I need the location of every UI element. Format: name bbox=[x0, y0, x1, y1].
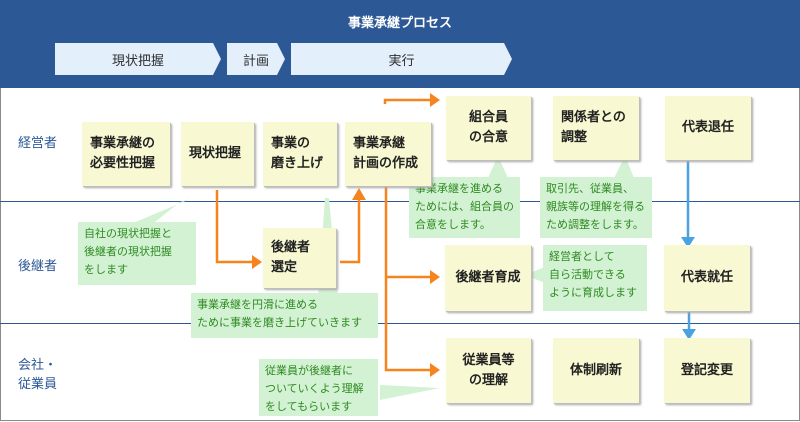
box-line: の合意 bbox=[468, 130, 508, 145]
box-line: 現状把握 bbox=[189, 146, 242, 161]
note-stakeholders: 取引先、従業員、 親族等の理解を得る ため調整をします。 bbox=[540, 177, 652, 238]
phase-current-state: 現状把握 bbox=[55, 43, 221, 75]
note-line: をしてもらいます bbox=[265, 400, 353, 413]
box-line: 後継者 bbox=[271, 240, 311, 255]
box-system-renewal: 体制刷新 bbox=[553, 338, 639, 403]
note-line: 親族等の理解を得る bbox=[546, 200, 645, 213]
box-successor-selection: 後継者選定 bbox=[263, 228, 336, 288]
box-line: 後継者育成 bbox=[455, 270, 521, 285]
phase-plan: 計画 bbox=[227, 43, 285, 75]
box-member-agreement: 組合員の合意 bbox=[446, 96, 531, 160]
lane-divider bbox=[0, 323, 800, 324]
box-line: 磨き上げ bbox=[271, 156, 324, 171]
box-representative-retire: 代表退任 bbox=[665, 96, 751, 160]
box-line: 事業承継の bbox=[90, 136, 156, 151]
note-employees: 従業員が後継者に ついていくよう理解 をしてもらいます bbox=[259, 359, 378, 416]
box-line: 組合員 bbox=[468, 110, 508, 125]
phase-execute: 実行 bbox=[291, 43, 512, 75]
box-line: の理解 bbox=[468, 372, 508, 388]
note-line: ためには、組合員の bbox=[415, 200, 514, 213]
note-line: 自ら活動できる bbox=[549, 268, 626, 281]
note-line: 合意をします。 bbox=[415, 218, 491, 231]
diagram-title: 事業承継プロセス bbox=[347, 16, 452, 31]
note-line: ため調整をします。 bbox=[546, 218, 644, 231]
phase-label: 現状把握 bbox=[111, 53, 164, 69]
box-business-polish: 事業の磨き上げ bbox=[263, 122, 337, 186]
box-line: 代表退任 bbox=[681, 120, 734, 135]
note-line: 後継者の現状把握 bbox=[84, 245, 172, 258]
note-polish: 事業承継を円滑に進める ために事業を磨き上げていきます bbox=[191, 293, 378, 338]
note-line: ように育成します bbox=[549, 286, 637, 299]
box-successor-training: 後継者育成 bbox=[445, 245, 531, 311]
box-line: 必要性把握 bbox=[90, 156, 156, 171]
box-line: 体制刷新 bbox=[569, 362, 622, 378]
note-line: をします bbox=[84, 263, 128, 276]
lane-label-line: 従業員 bbox=[18, 377, 58, 392]
box-line: 従業員等 bbox=[462, 352, 515, 368]
box-succession-plan: 事業承継計画の作成 bbox=[345, 122, 431, 186]
note-line: ついていくよう理解 bbox=[265, 382, 364, 395]
box-line: 事業承継 bbox=[353, 136, 406, 151]
note-line: 事業承継を円滑に進める bbox=[197, 298, 318, 311]
lane-label-successor: 後継者 bbox=[18, 259, 58, 274]
lane-label-line: 会社・ bbox=[18, 358, 58, 373]
box-line: 関係者との bbox=[561, 110, 626, 125]
box-line: 代表就任 bbox=[680, 270, 733, 285]
box-line: 選定 bbox=[271, 260, 298, 275]
lane-label-company-employees: 会社・ 従業員 bbox=[18, 356, 57, 394]
box-line: 調整 bbox=[561, 130, 588, 145]
note-line: ために事業を磨き上げていきます bbox=[197, 316, 362, 329]
note-line: 従業員が後継者に bbox=[265, 364, 353, 377]
box-necessity-grasp: 事業承継の必要性把握 bbox=[82, 122, 170, 186]
note-current-state: 自社の現状把握と 後継者の現状把握 をします bbox=[78, 222, 196, 285]
box-employee-understanding: 従業員等の理解 bbox=[446, 338, 531, 403]
box-representative-appoint: 代表就任 bbox=[664, 245, 750, 311]
phase-label: 実行 bbox=[388, 53, 415, 69]
note-line: 取引先、従業員、 bbox=[546, 182, 634, 195]
note-line: 自社の現状把握と bbox=[84, 227, 172, 240]
box-stakeholder-coordination: 関係者との調整 bbox=[553, 96, 639, 160]
box-line: 事業の bbox=[271, 136, 311, 151]
note-train: 経営者として 自ら活動できる ように育成します bbox=[543, 245, 647, 311]
lane-divider bbox=[0, 201, 800, 202]
box-current-state: 現状把握 bbox=[181, 122, 254, 186]
lane-label-manager: 経営者 bbox=[18, 136, 58, 151]
phase-label: 計画 bbox=[242, 53, 269, 69]
box-line: 登記変更 bbox=[680, 362, 733, 378]
note-line: 経営者として bbox=[549, 250, 615, 263]
box-registration-change: 登記変更 bbox=[664, 338, 750, 403]
box-line: 計画の作成 bbox=[353, 156, 419, 171]
note-line: 事業承継を進める bbox=[415, 182, 503, 195]
note-agreement: 事業承継を進める ためには、組合員の 合意をします。 bbox=[409, 177, 520, 238]
